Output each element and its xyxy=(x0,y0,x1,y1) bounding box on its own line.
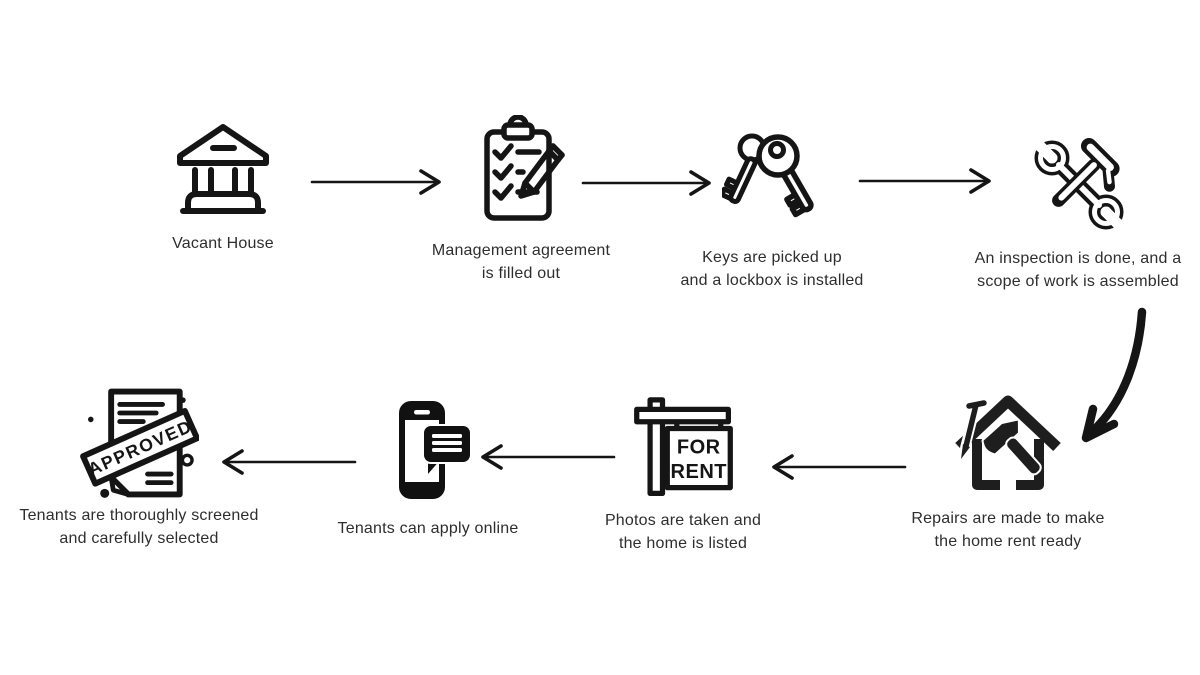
step-inspection: An inspection is done, and a scope of wo… xyxy=(958,131,1198,293)
step-repairs: Repairs are made to make the home rent r… xyxy=(878,392,1138,553)
for-rent-text-line1: FOR xyxy=(676,436,720,458)
phone-chat-icon xyxy=(399,401,472,499)
step-label: Management agreement is filled out xyxy=(431,242,611,282)
step-label: An inspection is done, and a scope of wo… xyxy=(974,250,1182,290)
for-rent-sign-icon: FOR RENT xyxy=(633,397,733,496)
step-screening: APPROVED Tenants are thoroughly screened… xyxy=(0,383,284,550)
clipboard-pencil-icon xyxy=(484,115,565,221)
wrench-hammer-icon xyxy=(1028,133,1128,231)
approved-document-icon: APPROVED xyxy=(80,388,199,498)
step-label: Tenants are thoroughly screened and care… xyxy=(19,507,259,547)
keys-icon xyxy=(722,133,814,218)
step-label: Photos are taken and the home is listed xyxy=(604,512,762,552)
step-label: Vacant House xyxy=(172,235,274,252)
for-rent-text-line2: RENT xyxy=(670,461,727,483)
step-listing: FOR RENT Photos are taken and the home i… xyxy=(558,396,808,555)
step-management-agreement: Management agreement is filled out xyxy=(391,115,651,285)
step-label: Keys are picked up and a lockbox is inst… xyxy=(680,249,864,289)
step-vacant-house: Vacant House xyxy=(93,120,353,255)
chat-bubble xyxy=(422,424,472,479)
house-hammer-icon xyxy=(955,395,1061,490)
step-apply-online: Tenants can apply online xyxy=(298,400,558,540)
step-label: Tenants can apply online xyxy=(337,520,519,537)
bank-building-icon xyxy=(177,124,269,214)
step-keys-lockbox: Keys are picked up and a lockbox is inst… xyxy=(632,126,912,292)
step-label: Repairs are made to make the home rent r… xyxy=(911,510,1105,550)
